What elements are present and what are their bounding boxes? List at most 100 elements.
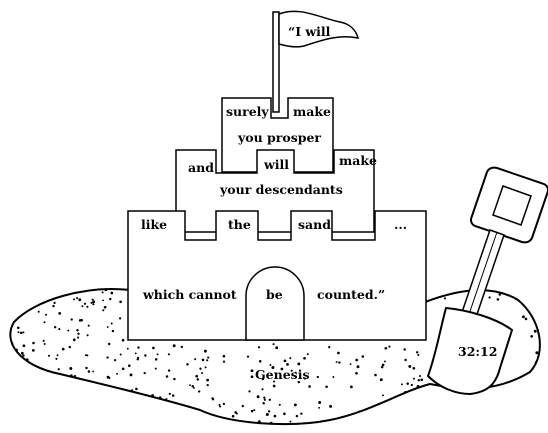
sand-dot [498, 293, 502, 296]
sand-dot [416, 385, 420, 388]
sand-dot [294, 371, 297, 374]
sand-dot [68, 345, 72, 349]
sand-dot [273, 414, 277, 418]
sand-dot [534, 361, 537, 364]
sand-dot [189, 384, 191, 387]
sand-dot [165, 398, 168, 400]
sand-dot [337, 351, 340, 355]
sand-dot [67, 329, 70, 332]
sand-dot [201, 372, 204, 374]
shovel-blade [426, 306, 514, 396]
sand-dot [58, 328, 61, 331]
sand-dot [85, 366, 88, 370]
door-word: be [266, 287, 283, 302]
sand-dot [318, 401, 322, 404]
sand-dot [286, 363, 289, 366]
sand-dot [271, 366, 275, 369]
tier2-left-word: and [188, 160, 214, 175]
merlon-3-word: sand [298, 217, 331, 232]
sand-dot [410, 383, 413, 387]
sand-dot [303, 377, 307, 380]
sand-dot [269, 421, 273, 425]
sand-dot [417, 353, 420, 357]
sand-dot [332, 376, 335, 378]
sand-dot [58, 312, 62, 315]
sand-dot [110, 291, 114, 295]
sand-dot [119, 300, 122, 304]
sand-dot [356, 365, 360, 369]
sand-dot [17, 326, 20, 330]
sand-dot [92, 370, 95, 373]
sand-dot [43, 343, 46, 345]
sand-dot [289, 357, 292, 360]
sand-dot [265, 413, 269, 416]
sand-dot [241, 404, 244, 408]
tier2-right-word: make [339, 153, 377, 168]
sand-dot [382, 394, 384, 397]
sand-dot [129, 373, 133, 377]
sand-dot [278, 403, 281, 406]
sand-dot [269, 364, 272, 366]
sand-dot [78, 319, 82, 322]
sand-dot [316, 375, 319, 379]
sand-dot [496, 298, 500, 301]
sand-dot [406, 382, 409, 385]
sand-dot [535, 351, 539, 355]
tier3-right-text: counted.” [317, 287, 385, 302]
sand-dot [293, 403, 297, 407]
sand-dot [61, 347, 65, 351]
sand-dot [110, 322, 113, 325]
sand-dots [10, 288, 539, 425]
sand-dot [144, 354, 147, 357]
sand-dot [379, 378, 383, 382]
sand-dot [521, 315, 525, 319]
sand-dot [107, 342, 111, 346]
sand-dot [22, 354, 25, 357]
sand-dot [222, 354, 226, 358]
sand-dot [222, 360, 226, 363]
sand-dot [325, 385, 328, 389]
sand-dot [168, 392, 171, 396]
sand-dot [418, 374, 422, 378]
sand-dot [77, 336, 80, 339]
sand-dot [283, 359, 287, 363]
sand-dot [102, 299, 105, 302]
sand-dot [109, 297, 112, 301]
sand-dot [126, 347, 129, 350]
sand-dot [47, 354, 51, 357]
sand-dot [381, 363, 385, 367]
sand-dot [52, 304, 55, 308]
sand-dot [219, 405, 222, 408]
sand-dot [204, 366, 207, 369]
sand-dot [335, 361, 338, 363]
sand-dot [206, 359, 209, 362]
sand-dot [257, 346, 261, 349]
merlon-4-word: ... [394, 217, 407, 232]
sand-dot [306, 353, 309, 356]
sand-dot [201, 358, 205, 362]
sand-dot [262, 402, 265, 405]
sand-dot [212, 398, 215, 401]
sand-dot [530, 334, 534, 338]
sand-dot [533, 329, 537, 333]
sand-dot [283, 412, 286, 416]
sand-dot [253, 409, 256, 412]
sand-dot [380, 365, 384, 369]
sand-dot [297, 362, 301, 366]
beach-label: Genesis [255, 367, 310, 382]
sand-dot [87, 370, 91, 373]
sand-dot [263, 396, 266, 399]
sand-dot [374, 373, 377, 377]
sand-dot [222, 402, 226, 406]
sand-dot [203, 349, 207, 353]
sand-dot [128, 364, 131, 367]
sand-dot [91, 298, 94, 301]
sand-dot [143, 371, 146, 375]
sand-dot [121, 338, 125, 342]
sand-dot [192, 386, 195, 389]
sand-dot [388, 345, 391, 348]
sand-dot [37, 310, 40, 313]
sand-dot [133, 391, 136, 393]
sand-dot [413, 377, 415, 380]
sand-dot [106, 356, 109, 359]
